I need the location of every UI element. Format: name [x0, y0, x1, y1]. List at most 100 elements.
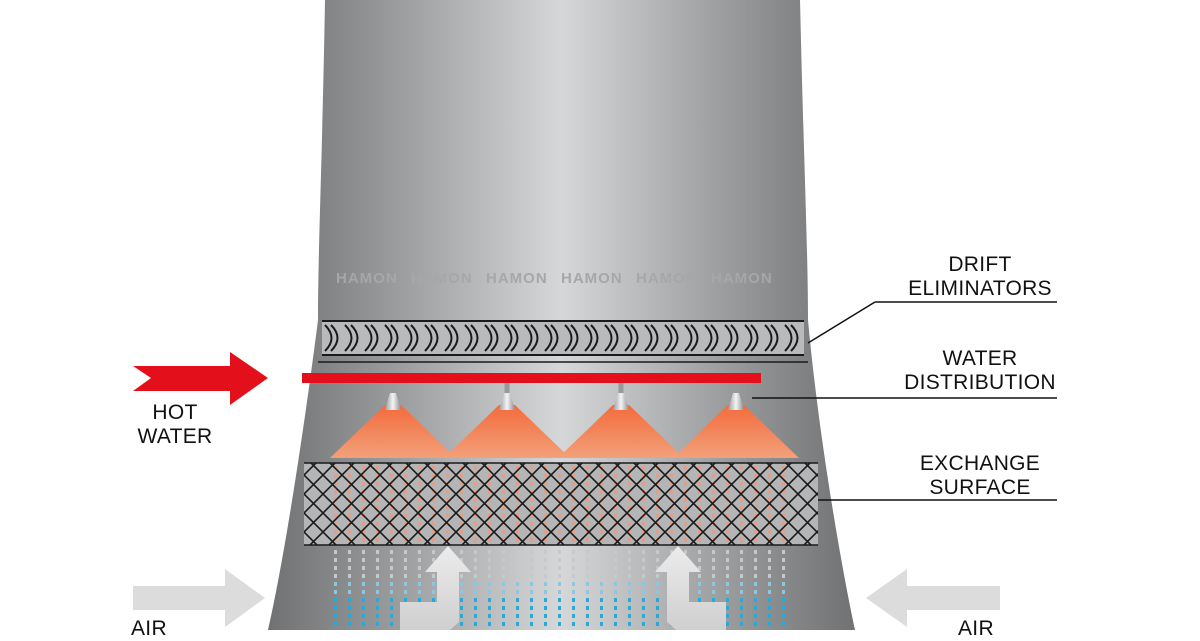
water-droplet [642, 614, 645, 618]
water-droplet [656, 550, 659, 554]
water-droplet [376, 622, 379, 626]
water-droplet [698, 598, 701, 602]
water-droplet [334, 606, 337, 610]
air-right-label: AIR [958, 617, 998, 641]
water-droplet [614, 558, 617, 562]
water-droplet [502, 606, 505, 610]
watermark-text: HAMON [711, 270, 773, 287]
water-droplet [502, 582, 505, 586]
water-droplet [600, 558, 603, 562]
water-droplet [474, 622, 477, 626]
watermark-text: HAMON [561, 270, 623, 287]
water-droplet [754, 590, 757, 594]
water-droplet [558, 566, 561, 570]
water-droplet [600, 606, 603, 610]
water-droplet [404, 582, 407, 586]
water-droplet [586, 558, 589, 562]
drift-eliminators [318, 320, 808, 363]
water-droplet [726, 566, 729, 570]
rising-air-arrow-left [400, 546, 471, 630]
water-droplet [740, 550, 743, 554]
water-droplet [474, 574, 477, 578]
water-droplet [628, 598, 631, 602]
water-droplet [572, 598, 575, 602]
water-droplet [614, 574, 617, 578]
water-droplet [740, 622, 743, 626]
water-droplet [334, 622, 337, 626]
water-droplet [614, 622, 617, 626]
water-droplet [698, 582, 701, 586]
water-droplet [726, 590, 729, 594]
water-droplet [432, 574, 435, 578]
exchange-surface-label: EXCHANGE SURFACE [880, 452, 1080, 500]
water-droplet [586, 622, 589, 626]
water-droplet [474, 598, 477, 602]
water-droplet [698, 590, 701, 594]
water-droplet [376, 566, 379, 570]
exchange-label-line2: SURFACE [929, 476, 1031, 499]
water-droplet [348, 622, 351, 626]
water-droplet [474, 566, 477, 570]
water-droplet [516, 598, 519, 602]
water-droplet [754, 574, 757, 578]
water-label-line1: WATER [942, 347, 1018, 370]
water-droplet [418, 582, 421, 586]
water-droplet [530, 566, 533, 570]
water-droplet [516, 566, 519, 570]
water-droplet [348, 606, 351, 610]
water-droplet [572, 566, 575, 570]
water-droplet [544, 622, 547, 626]
water-droplet [502, 550, 505, 554]
water-droplet [488, 606, 491, 610]
drift-label-line2: ELIMINATORS [908, 277, 1052, 300]
water-droplet [460, 574, 463, 578]
water-droplet [768, 550, 771, 554]
water-droplet [530, 550, 533, 554]
water-droplet [530, 598, 533, 602]
water-droplet [614, 590, 617, 594]
water-droplet [362, 550, 365, 554]
water-droplet [726, 574, 729, 578]
water-droplet [488, 590, 491, 594]
water-droplet [558, 606, 561, 610]
hot-water-arrow [133, 352, 268, 405]
water-droplet [558, 598, 561, 602]
water-droplet [460, 582, 463, 586]
water-droplet [614, 566, 617, 570]
nozzle-icon [499, 393, 515, 410]
nozzle-stem [733, 383, 739, 395]
water-droplet [418, 574, 421, 578]
water-droplet [614, 614, 617, 618]
water-droplet [418, 566, 421, 570]
water-droplet [474, 606, 477, 610]
water-droplet [726, 598, 729, 602]
water-droplet [782, 574, 785, 578]
water-droplet [474, 614, 477, 618]
water-droplet [642, 566, 645, 570]
water-droplet [572, 574, 575, 578]
drift-label-line1: DRIFT [948, 253, 1012, 276]
water-droplet [712, 558, 715, 562]
water-droplet [642, 606, 645, 610]
water-droplet [614, 598, 617, 602]
water-droplet [656, 606, 659, 610]
nozzle-icon [613, 393, 629, 410]
water-droplet [516, 582, 519, 586]
spray-nozzles [385, 383, 744, 410]
water-droplet [768, 590, 771, 594]
water-droplet [754, 614, 757, 618]
water-droplet [432, 582, 435, 586]
water-droplet [586, 614, 589, 618]
water-droplet [768, 574, 771, 578]
water-droplet [516, 606, 519, 610]
water-droplet [782, 590, 785, 594]
water-droplet [726, 622, 729, 626]
water-droplet [544, 582, 547, 586]
water-droplet [726, 614, 729, 618]
water-droplet [740, 566, 743, 570]
water-droplet [586, 582, 589, 586]
water-droplet [390, 614, 393, 618]
water-droplet [656, 574, 659, 578]
water-droplet [754, 622, 757, 626]
